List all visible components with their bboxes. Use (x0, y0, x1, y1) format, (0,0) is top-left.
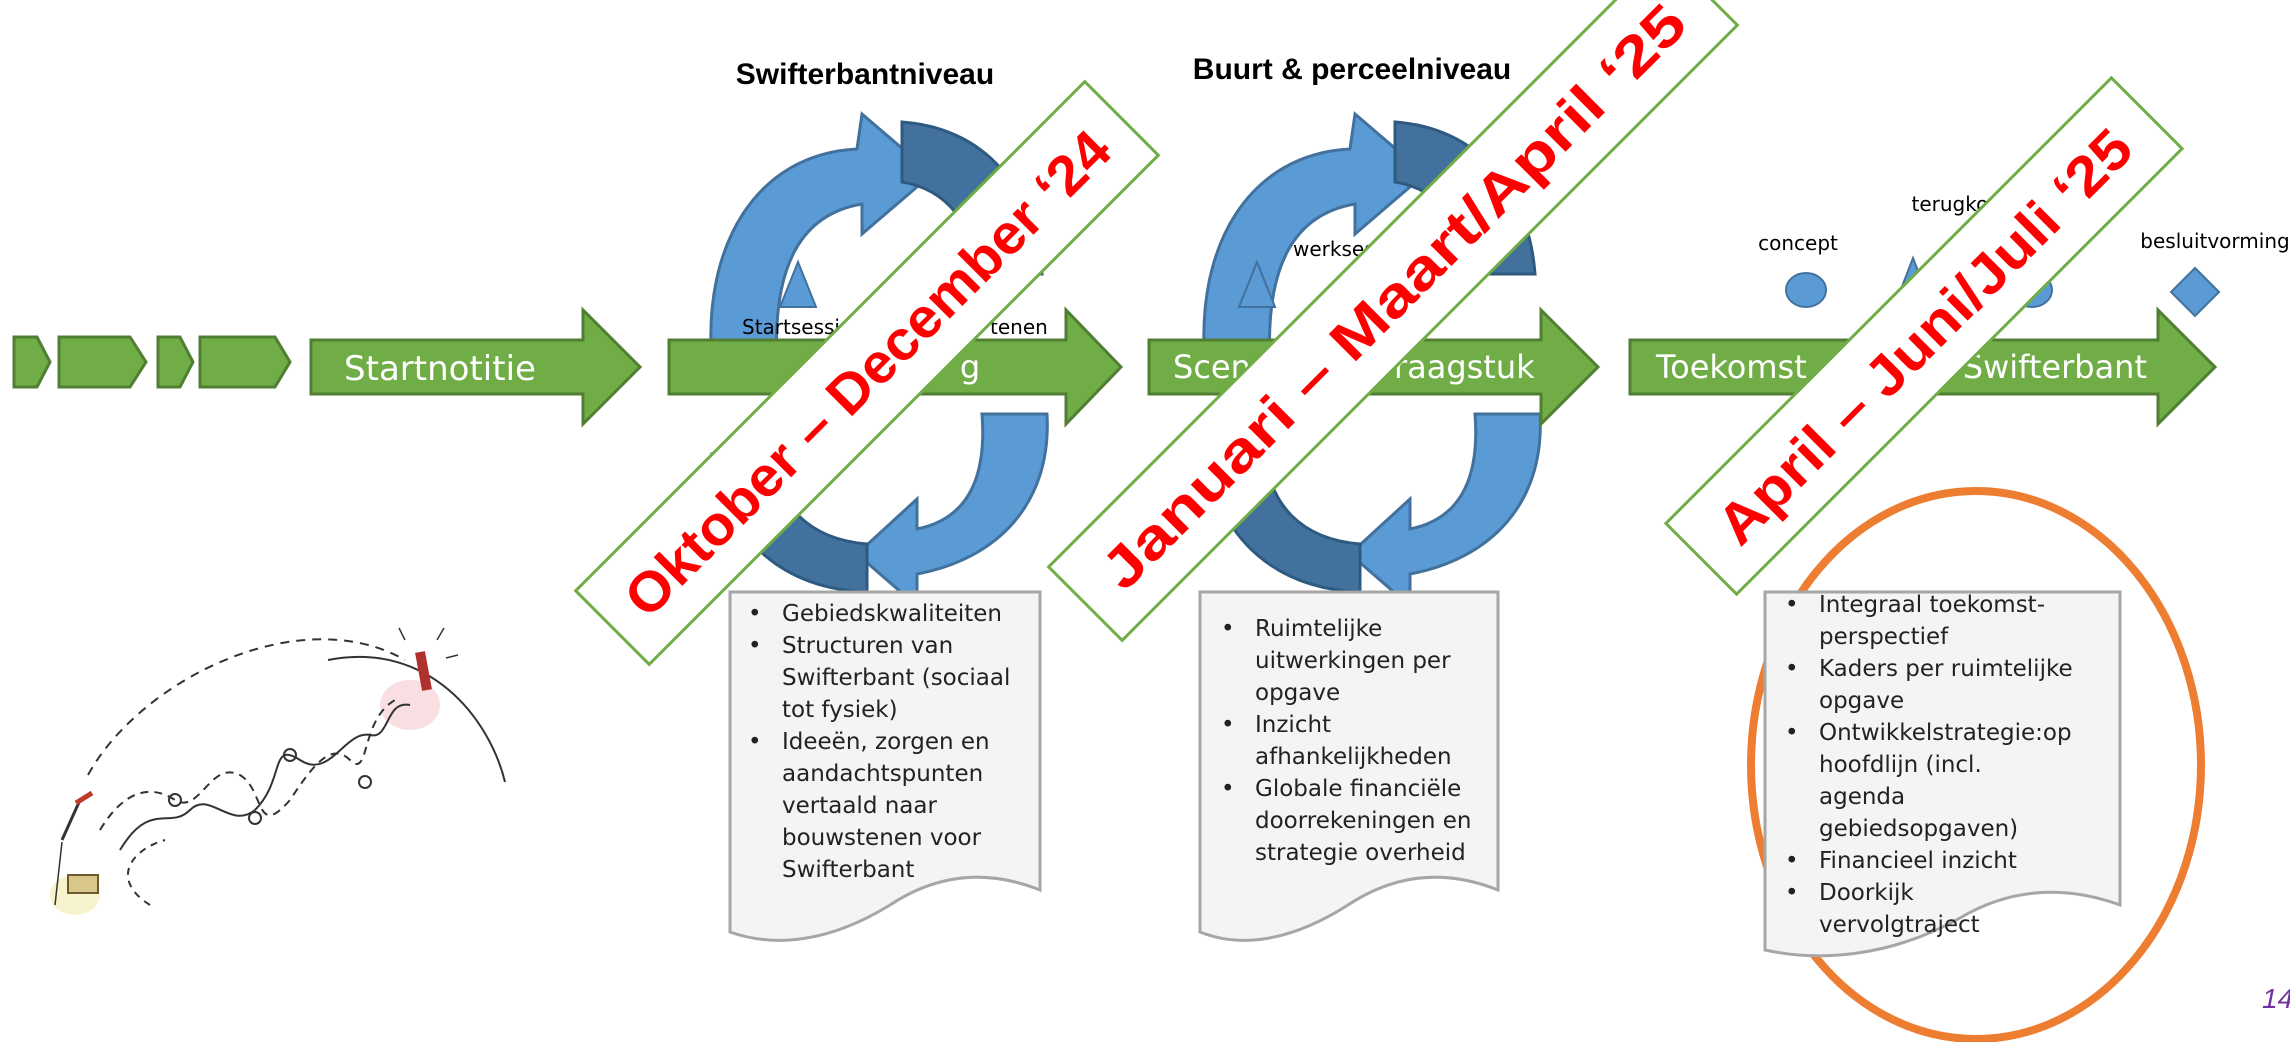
label-bouwstenen-tail: tenen (990, 315, 1048, 339)
note-2-item-1: Ruimtelijke uitwerkingen per opgave (1221, 613, 1491, 709)
note-3-item-4: Financieel inzicht (1785, 845, 2075, 877)
note-2-item-2: Inzicht afhankelijkheden (1221, 709, 1491, 773)
label-besluitvorming: besluitvorming (2140, 229, 2289, 253)
note-3-item-2: Kaders per ruimtelijke opgave (1785, 653, 2075, 717)
heading-buurt-perceelniveau: Buurt & perceelniveau (1193, 53, 1511, 86)
diamond-marker-besluitvorming (2169, 266, 2221, 318)
heading-swifterbantniveau: Swifterbantniveau (736, 58, 994, 91)
banner-text-3: April – Juni/Juli ‘25 (1704, 116, 2145, 557)
note-list-3: Integraal toekomst-perspectief Kaders pe… (1785, 589, 2075, 941)
note-1-item-2: Structuren van Swifterbant (sociaal tot … (748, 630, 1028, 726)
triangle-marker-1 (778, 259, 818, 308)
circle-marker-concept (1785, 272, 1827, 308)
note-list-2: Ruimtelijke uitwerkingen per opgave Inzi… (1221, 613, 1491, 869)
note-3-item-5: Doorkijk vervolgtraject (1785, 877, 2075, 941)
note-3-item-1: Integraal toekomst-perspectief (1785, 589, 2075, 653)
note-1-item-1: Gebiedskwaliteiten (748, 598, 1028, 630)
note-list-1: Gebiedskwaliteiten Structuren van Swifte… (748, 598, 1028, 886)
chevron-1 (12, 335, 52, 389)
journey-sketch-illustration (50, 627, 506, 915)
note-3-item-3: Ontwikkelstrategie:op hoofdlijn (incl. a… (1785, 717, 2075, 845)
highlight-ring (1747, 487, 2205, 1043)
chevron-4 (198, 335, 292, 389)
arrow-label-startnotitie: Startnotitie (344, 349, 536, 389)
label-concept: concept (1758, 231, 1838, 255)
process-arrow-startnotitie (309, 306, 643, 428)
banner-text-2: Januari – Maart/April ‘25 (1088, 0, 1698, 601)
note-2-item-3: Globale financiële doorrekeningen en str… (1221, 773, 1491, 869)
chevron-3 (156, 335, 195, 389)
chevron-2 (57, 335, 148, 389)
page-number: 14 (2262, 983, 2290, 1014)
banner-april-juni-juli: April – Juni/Juli ‘25 (1663, 75, 2185, 597)
triangle-marker-2 (1237, 259, 1277, 308)
note-1-item-3: Ideeën, zorgen en aandachtspunten vertaa… (748, 726, 1028, 886)
arrow-label-4-left: Toekomst (1655, 348, 1807, 386)
arrow-label-2: g (960, 348, 980, 386)
